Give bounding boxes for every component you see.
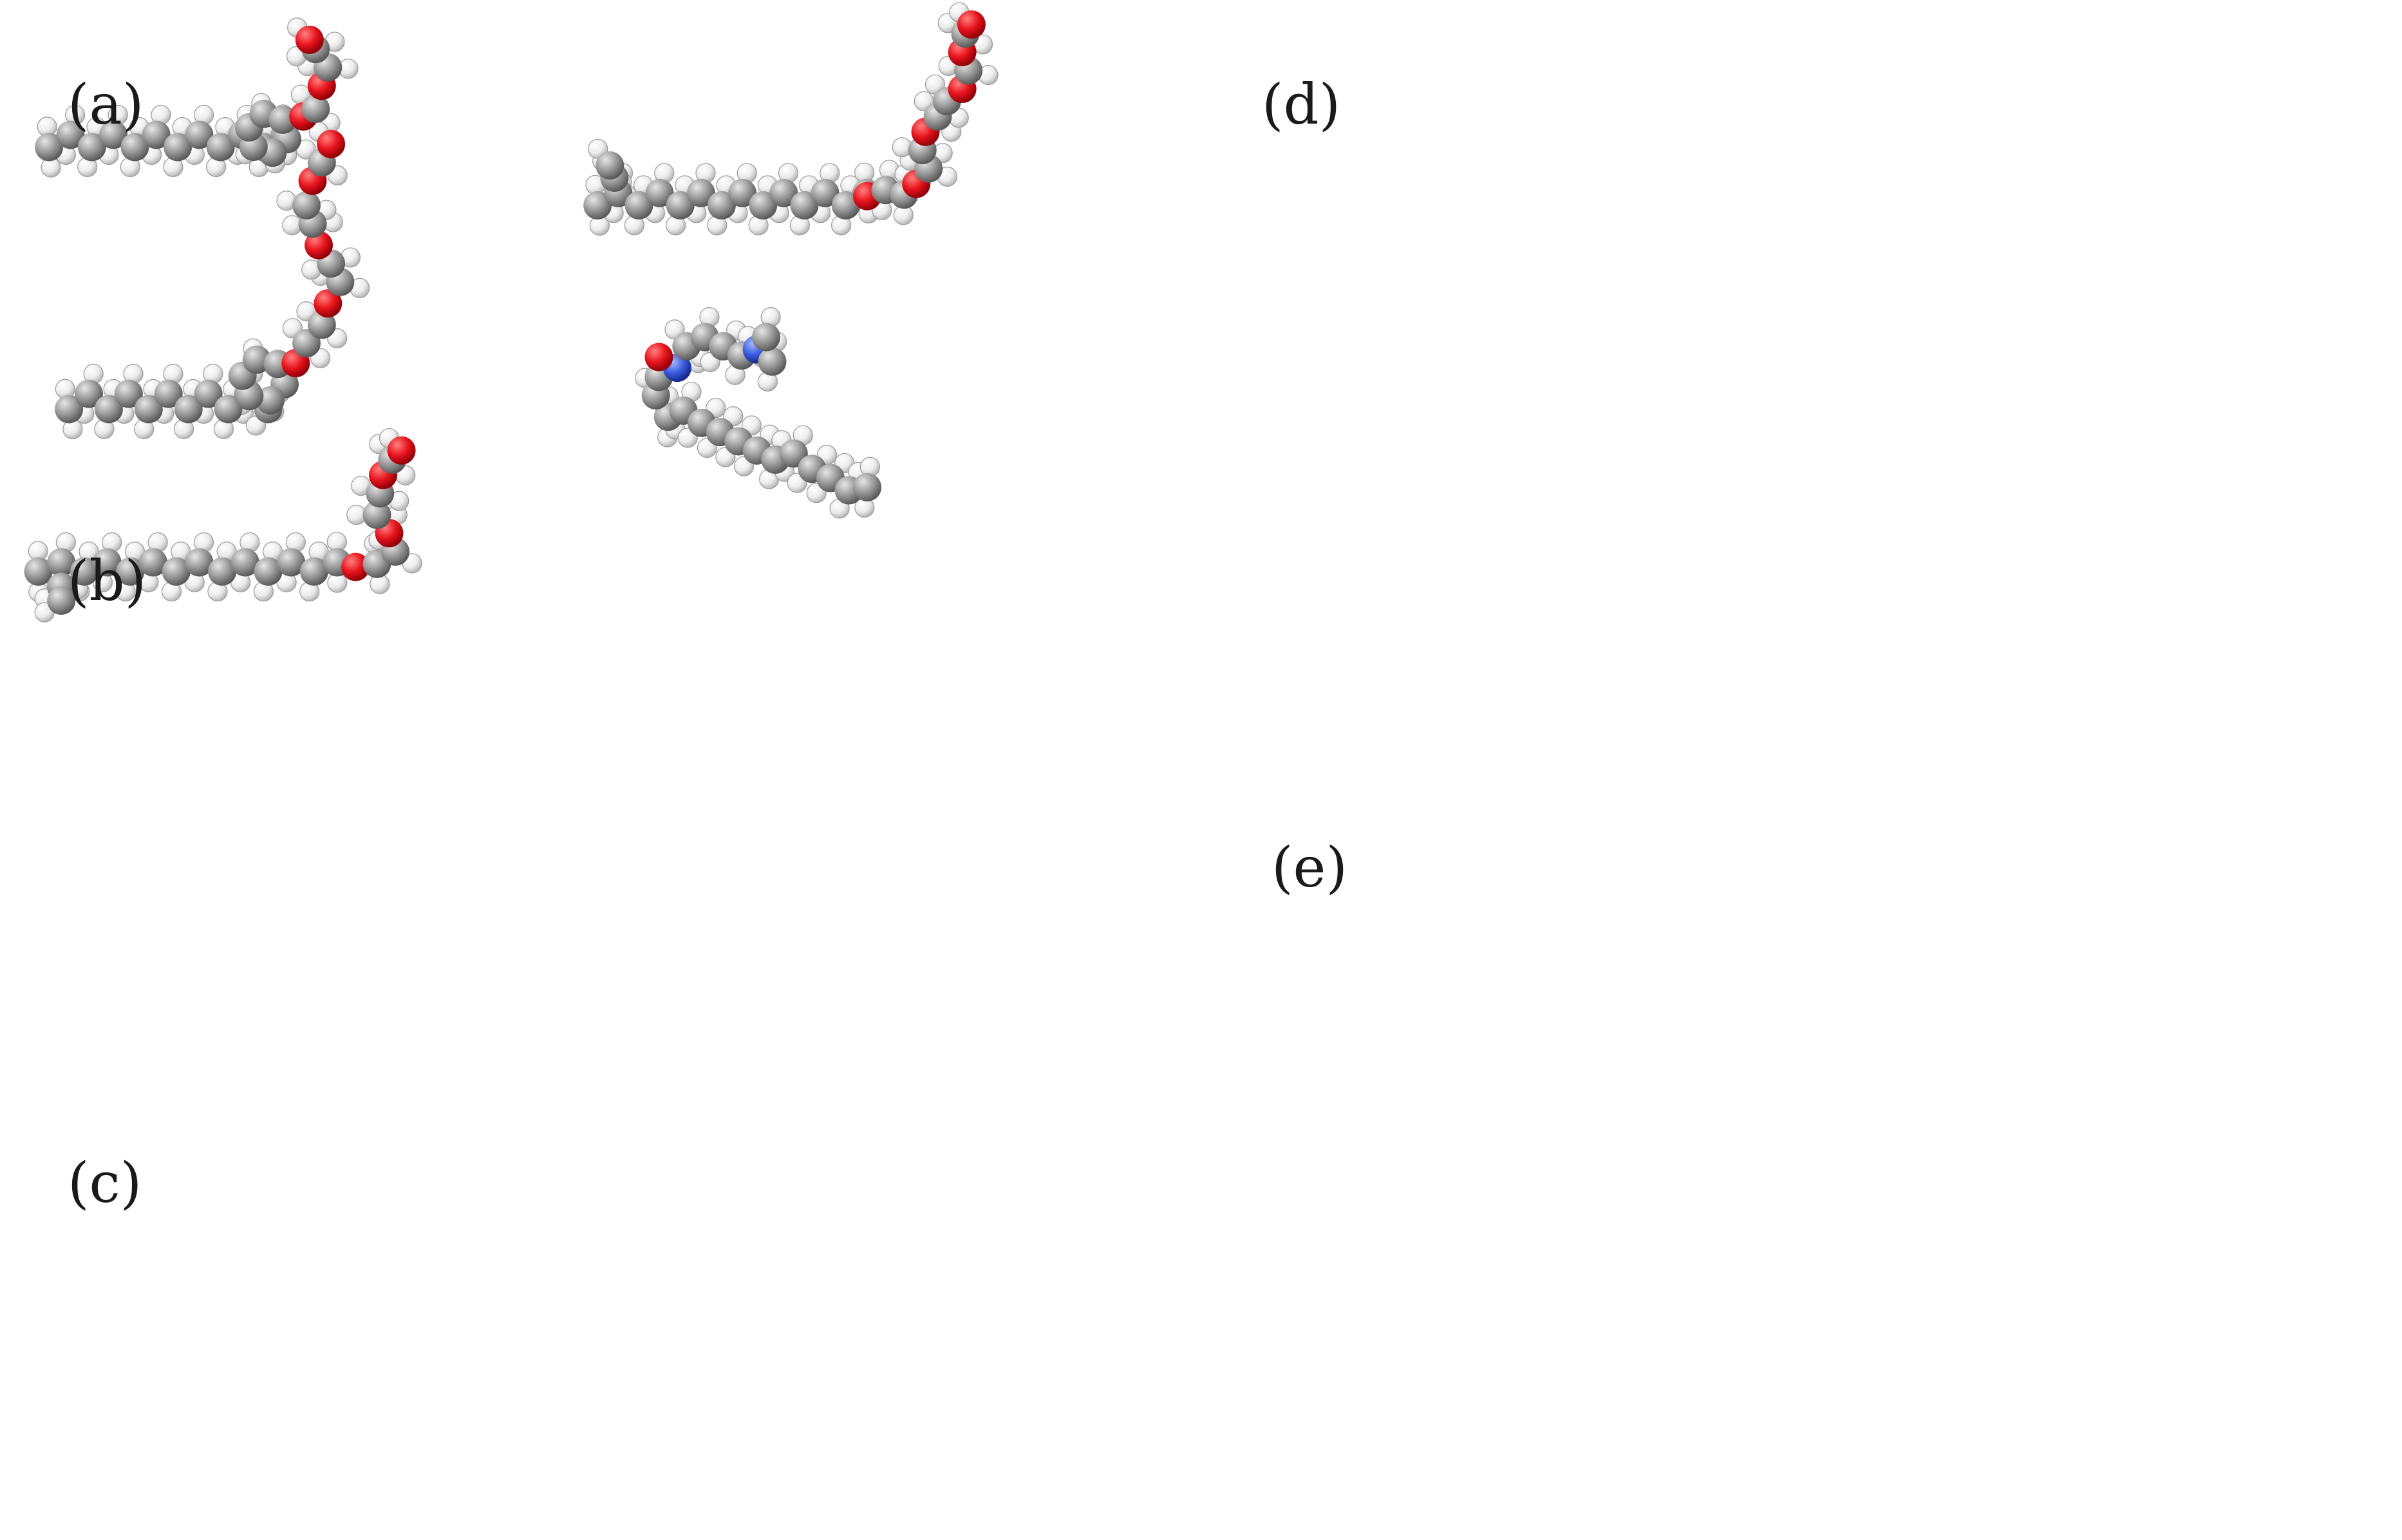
bond-layer <box>38 12 988 612</box>
mol-e-carbon-atom <box>758 348 787 376</box>
mol-b-carbon-atom <box>292 191 321 220</box>
panel-label-d: (d) <box>1262 77 1340 133</box>
panel-label-b: (b) <box>68 554 146 609</box>
atom-layer <box>24 3 999 622</box>
mol-b-oxygen-atom <box>317 130 345 158</box>
mol-a-oxygen-atom <box>296 26 324 54</box>
mol-e-carbon-atom <box>853 473 881 502</box>
panel-label-c: (c) <box>68 1156 142 1211</box>
panel-label-a: (a) <box>68 77 144 133</box>
mol-d-carbon-atom <box>596 151 624 180</box>
mol-d-oxygen-atom <box>957 10 986 39</box>
mol-c-oxygen-atom <box>388 437 416 465</box>
panel-label-e: (e) <box>1271 840 1347 896</box>
mol-e-oxygen-atom <box>644 343 673 371</box>
mol-e-carbon-atom <box>752 323 780 352</box>
